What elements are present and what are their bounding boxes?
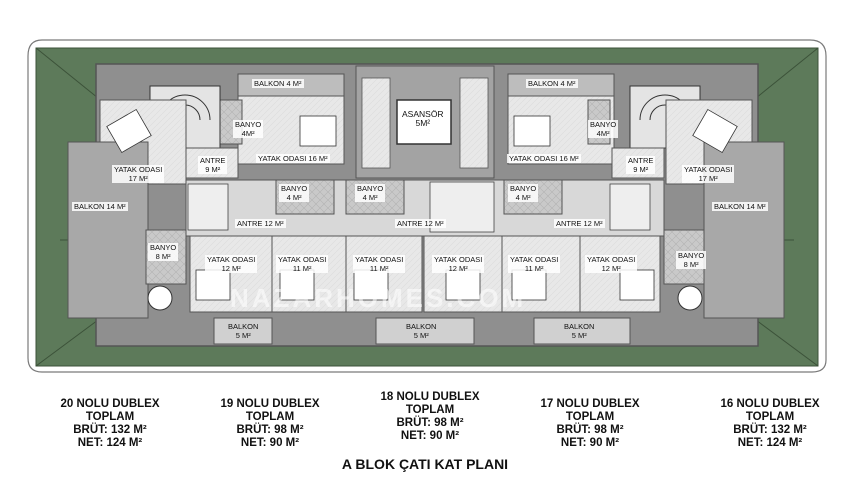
watermark: NAZARHOMES.COM xyxy=(230,283,527,313)
middle-stairs xyxy=(187,181,651,233)
balkon-5-1-shape xyxy=(213,317,273,345)
label-balkon-14-left: BALKON 14 M² xyxy=(72,202,128,211)
floor-plan-drawing xyxy=(27,39,827,373)
label-antre-12-1: ANTRE 12 M² xyxy=(235,219,286,228)
plan-title: A BLOK ÇATI KAT PLANI xyxy=(341,456,509,472)
label-balkon-top-right: BALKON 4 M² xyxy=(526,79,578,88)
label-balkon-14-right: BALKON 14 M² xyxy=(712,202,768,211)
label-antre-12-3: ANTRE 12 M² xyxy=(554,219,605,228)
label-antre-12-2: ANTRE 12 M² xyxy=(395,219,446,228)
balkon-5-2-shape xyxy=(375,317,475,345)
bed-icons xyxy=(106,108,738,301)
balkon-5-3-shape xyxy=(533,317,631,345)
elevator-shape xyxy=(396,99,452,145)
label-yatak-16-left: YATAK ODASI 16 M² xyxy=(256,154,330,163)
jacuzzi-right xyxy=(677,285,703,311)
jacuzzi-left xyxy=(147,285,173,311)
label-yatak-16-right: YATAK ODASI 16 M² xyxy=(507,154,581,163)
core-stairs xyxy=(361,77,489,169)
label-balkon-top-left: BALKON 4 M² xyxy=(252,79,304,88)
